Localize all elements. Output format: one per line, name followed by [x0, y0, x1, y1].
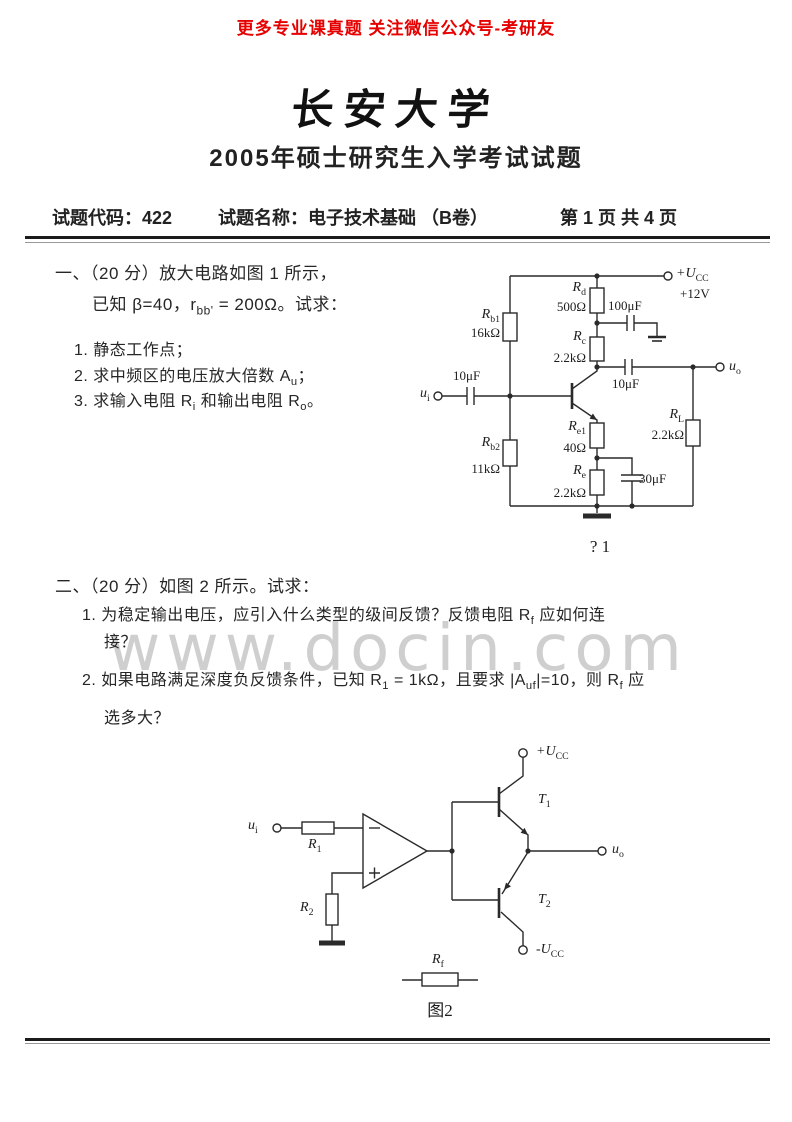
resistor-rc — [589, 336, 605, 362]
footer-rule — [25, 1038, 770, 1041]
fig1-node — [594, 503, 600, 509]
resistor-rl — [685, 419, 701, 447]
q1-intro-line1: 一、（20 分）放大电路如图 1 所示， — [55, 264, 338, 283]
opamp-icon — [362, 812, 429, 890]
label-re2-value: 2.2kΩ — [553, 485, 586, 500]
label-cin-10uF: 10μF — [453, 368, 481, 383]
label-rd: Rd — [572, 280, 586, 298]
exam-name: 试题名称：电子技术基础 （B卷） — [218, 208, 488, 228]
label-uo: uo — [729, 359, 741, 377]
figure2-feedback-circuit: ui R1 R2 +UCC T1 T2 -UCC uo Rf 图2 — [220, 740, 650, 1020]
label-rc: Rc — [573, 329, 586, 347]
exam-code: 试题代码：422 — [52, 208, 173, 228]
figure2-caption: 图2 — [427, 1001, 453, 1020]
label-re2: Re — [573, 463, 586, 481]
watermark: www.docin.com — [108, 612, 688, 686]
q1-item-2: 2. 求中频区的电压放大倍数 Au； — [74, 368, 315, 389]
resistor-re2 — [589, 469, 605, 496]
figure1-amplifier-circuit: +UCC +12V Rb1 16kΩ Rd 500Ω 100μF Rc 2.2k… — [420, 260, 792, 570]
q1-item-1: 1. 静态工作点； — [74, 342, 193, 359]
label-rb1-value: 16kΩ — [470, 325, 500, 340]
label-100uF: 100μF — [608, 298, 642, 313]
figure1-circuit-svg — [433, 271, 725, 519]
university-logo: 长安大学 — [289, 88, 502, 134]
capacitor-output-10uF — [624, 359, 633, 375]
npn-collector — [571, 367, 598, 390]
resistor-rf — [421, 972, 459, 987]
npn-emitter-arrow — [589, 413, 597, 420]
label-rl: RL — [669, 407, 684, 425]
resistor-rb1 — [502, 312, 518, 342]
q1-item-3: 3. 求输入电阻 Ri 和输出电阻 Ro。 — [74, 393, 324, 414]
label-ucc: +UCC — [676, 266, 709, 284]
q2-item-1-line2: 接？ — [104, 634, 138, 651]
label-rb2: Rb2 — [481, 435, 500, 453]
figure1-caption: ? 1 — [589, 537, 611, 556]
label-rl-value: 2.2kΩ — [651, 427, 684, 442]
label-re1-value: 40Ω — [563, 440, 586, 455]
t1-emitter-arrow — [520, 827, 528, 835]
resistor-r1 — [301, 821, 335, 835]
label-t1: T1 — [538, 792, 551, 810]
resistor-rb2 — [502, 439, 518, 467]
label-re1: Re1 — [568, 419, 586, 437]
label-t2: T2 — [538, 892, 551, 910]
resistor-re1 — [589, 422, 605, 449]
label-r2: R2 — [300, 900, 314, 918]
capacitor-30uF — [621, 474, 643, 482]
capacitor-100uF — [626, 315, 635, 331]
q2-item-1-line1: 1. 为稳定输出电压，应引入什么类型的级间反馈？反馈电阻 Rf 应如何连 — [82, 607, 606, 628]
q2-item-2-line2: 选多大？ — [104, 710, 171, 727]
t2-emitter-arrow — [504, 882, 511, 890]
fig1-decouple-wire2 — [634, 322, 658, 336]
label-ui: ui — [420, 386, 430, 404]
label-30uF: 30μF — [639, 471, 667, 486]
capacitor-input-10uF — [466, 387, 475, 405]
fig2-ucc-pos-terminal — [518, 748, 528, 758]
fig2-uo-terminal — [597, 846, 607, 856]
label-cout-10uF: 10μF — [612, 376, 640, 391]
label-rd-value: 500Ω — [556, 299, 586, 314]
page-indicator: 第 1 页 共 4 页 — [560, 208, 678, 228]
label-ui: ui — [248, 818, 258, 836]
header-rule — [25, 236, 770, 239]
exam-title: 2005年硕士研究生入学考试试题 — [209, 145, 583, 172]
fig2-r2-wires — [331, 872, 363, 941]
figure2-circuit-svg — [272, 748, 607, 987]
promo-banner: 更多专业课真题 关注微信公众号-考研友 — [236, 19, 556, 38]
opamp-plus-input — [369, 867, 380, 879]
resistor-r2 — [325, 893, 339, 926]
label-rb2-value: 11kΩ — [471, 461, 500, 476]
q2-item-2-line1: 2. 如果电路满足深度负反馈条件，已知 R1 = 1kΩ，且要求 |Auf|=1… — [82, 672, 645, 693]
fig2-ui-terminal — [272, 823, 282, 833]
label-ucc-neg: -UCC — [536, 942, 564, 960]
label-r1: R1 — [308, 837, 322, 855]
fig1-bypass-wires — [597, 457, 633, 506]
label-rf: Rf — [432, 952, 444, 970]
footer-rule-shadow — [25, 1043, 770, 1044]
fig2-ucc-neg-terminal — [518, 945, 528, 955]
resistor-rd — [589, 287, 605, 314]
fig1-ui-terminal — [433, 391, 443, 401]
label-uo: uo — [612, 842, 624, 860]
fig1-node — [507, 393, 513, 399]
q1-intro-line2: 已知 β=40，rbb' = 200Ω。试求： — [92, 295, 348, 318]
label-ucc-pos: +UCC — [536, 744, 569, 762]
label-12v: +12V — [680, 286, 710, 301]
t1-collector — [498, 757, 524, 795]
fig1-ucc-terminal — [663, 271, 673, 281]
label-rc-value: 2.2kΩ — [553, 350, 586, 365]
t2-collector — [500, 911, 524, 946]
fig1-uo-terminal — [715, 362, 725, 372]
q2-intro: 二、（20 分）如图 2 所示。试求： — [55, 577, 320, 596]
label-rb1: Rb1 — [481, 307, 500, 325]
header-rule-shadow — [25, 242, 770, 243]
